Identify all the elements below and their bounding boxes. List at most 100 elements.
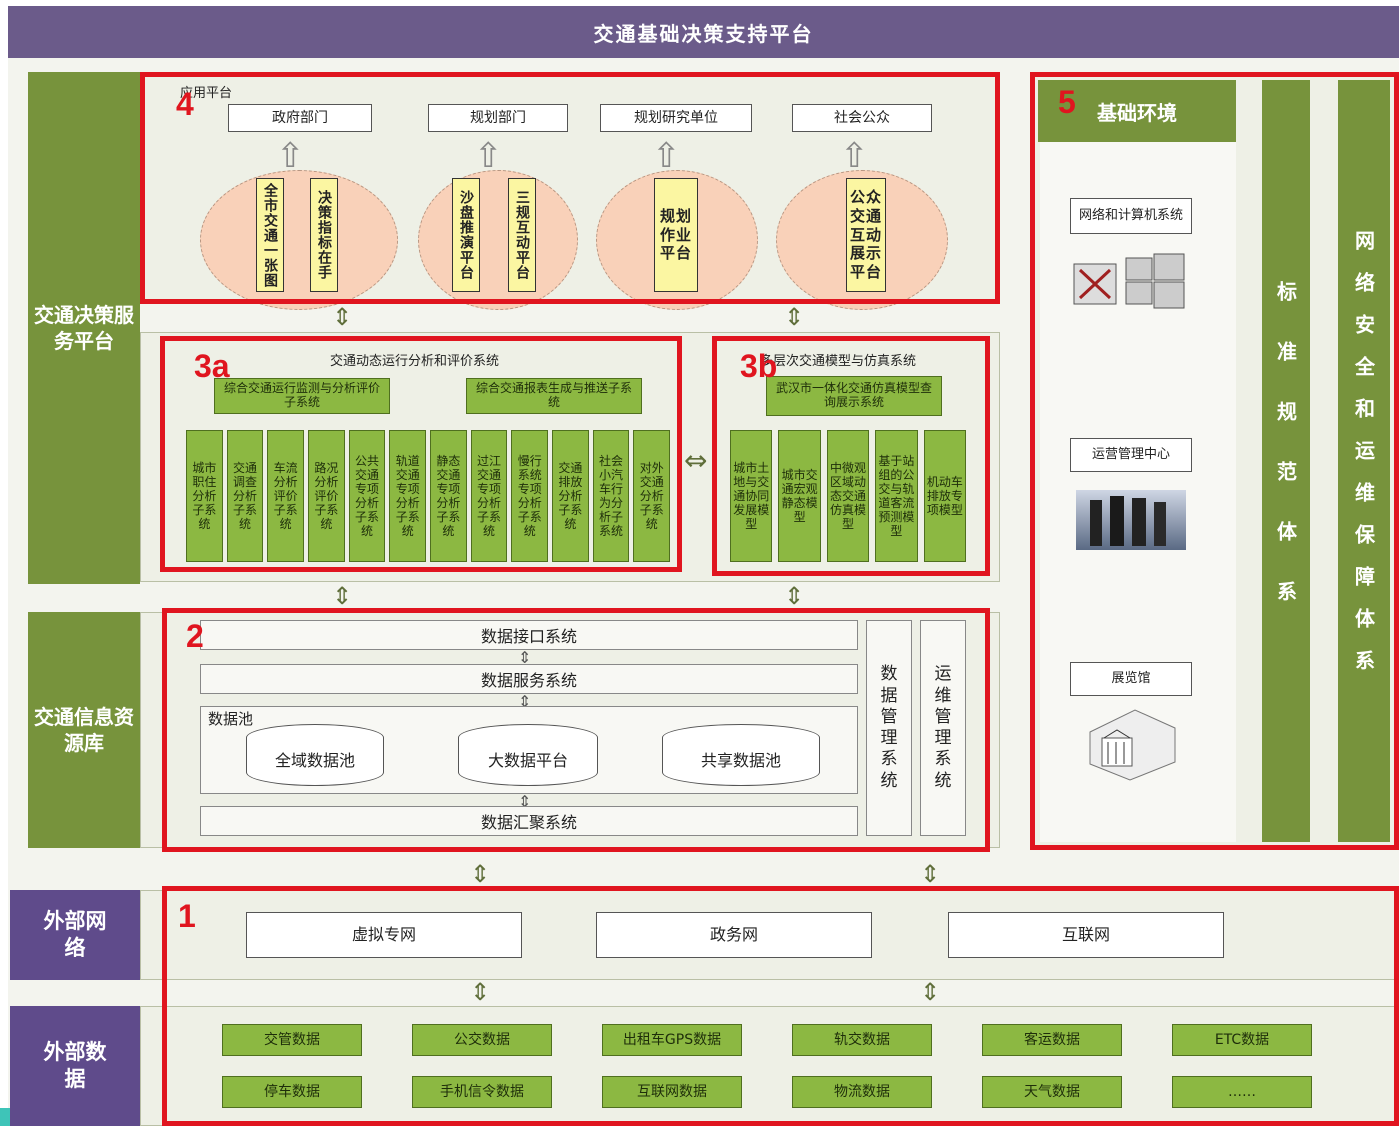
- sec3a-subsystem-monitor[interactable]: 综合交通运行监测与分析评价子系统: [214, 378, 390, 414]
- data-interface-system[interactable]: 数据接口系统: [200, 620, 858, 650]
- ops-management-system[interactable]: 运维管理系统: [920, 620, 966, 836]
- sec3b-columns: 城市土地与交通协同发展模型城市交通宏观静态模型中微观区域动态交通仿真模型基于站组…: [730, 430, 967, 562]
- group-planning-bg: [418, 170, 578, 310]
- horizontal-arrow-icon: ⇔: [684, 444, 708, 477]
- data-gather-system[interactable]: 数据汇聚系统: [200, 806, 858, 836]
- bidirectional-arrow-icon: ⇕: [332, 582, 353, 610]
- highlight-box-3a: [160, 336, 682, 572]
- app-decision-index[interactable]: 决策指标在手: [310, 178, 338, 292]
- network-government[interactable]: 政务网: [596, 912, 872, 958]
- env-ops-center[interactable]: 运营管理中心: [1070, 438, 1192, 472]
- server-icon: [1070, 250, 1190, 314]
- header-public: 社会公众: [792, 104, 932, 132]
- sec3a-columns: 城市职住分析子系统交通调查分析子系统车流分析评价子系统路况分析评价子系统公共交通…: [186, 430, 671, 562]
- external-data-item[interactable]: 停车数据: [222, 1076, 362, 1108]
- pool-shared[interactable]: 共享数据池: [662, 724, 820, 786]
- number-2: 2: [186, 618, 204, 654]
- highlight-box-5: [1030, 72, 1399, 850]
- pool-bigdata[interactable]: 大数据平台: [458, 724, 598, 786]
- header-planning: 规划部门: [428, 104, 568, 132]
- sec3a-column[interactable]: 城市职住分析子系统: [186, 430, 223, 562]
- sec3a-column[interactable]: 交通调查分析子系统: [226, 430, 264, 562]
- app-public-interaction[interactable]: 公众交通互动展示平台: [846, 178, 886, 292]
- external-data-item[interactable]: 公交数据: [412, 1024, 552, 1056]
- external-data-item[interactable]: 交管数据: [222, 1024, 362, 1056]
- sec3b-simulation-system[interactable]: 武汉市一体化交通仿真模型查询展示系统: [766, 376, 942, 416]
- label-external-data: 外部数据: [10, 1006, 140, 1126]
- external-data-item[interactable]: 天气数据: [982, 1076, 1122, 1108]
- sec5-title: 基础环境: [1038, 80, 1236, 142]
- network-internet[interactable]: 互联网: [948, 912, 1224, 958]
- header-research: 规划研究单位: [600, 104, 752, 132]
- number-5: 5: [1058, 84, 1076, 120]
- data-management-system[interactable]: 数据管理系统: [866, 620, 912, 836]
- app-three-plans[interactable]: 三规互动平台: [508, 178, 536, 292]
- label-info-resource: 交通信息资源库: [28, 612, 140, 848]
- sec3a-column[interactable]: 社会小汽车行为分析子系统: [592, 430, 630, 562]
- external-data-item[interactable]: 客运数据: [982, 1024, 1122, 1056]
- sec3b-column[interactable]: 中微观区域动态交通仿真模型: [826, 430, 870, 562]
- sec3b-column[interactable]: 基于站组的公交与轨道客流预测模型: [875, 430, 918, 562]
- external-data-item[interactable]: 轨交数据: [792, 1024, 932, 1056]
- external-data-item[interactable]: 物流数据: [792, 1076, 932, 1108]
- label-external-network: 外部网络: [10, 890, 140, 980]
- highlight-box-1: [162, 886, 1399, 1126]
- highlight-box-3b: [712, 336, 990, 576]
- external-data-item[interactable]: ……: [1172, 1076, 1312, 1108]
- sec3b-column[interactable]: 城市交通宏观静态模型: [778, 430, 821, 562]
- standards-system-label: 标准规范体系: [1273, 281, 1298, 641]
- sec3b-column[interactable]: 城市土地与交通协同发展模型: [730, 430, 773, 562]
- external-data-item[interactable]: 手机信令数据: [412, 1076, 552, 1108]
- building-icon: [1080, 702, 1180, 782]
- sec3a-column[interactable]: 对外交通分析子系统: [633, 430, 671, 562]
- sec3b-column[interactable]: 机动车排放专项模型: [923, 430, 967, 562]
- up-arrow-icon: ⇧: [652, 136, 681, 176]
- sec3a-column[interactable]: 轨道交通专项分析子系统: [389, 430, 427, 562]
- label-service-platform: 交通决策服务平台: [28, 72, 140, 584]
- highlight-box-4: [140, 72, 1000, 304]
- highlight-box-2: [162, 608, 990, 852]
- external-data-item[interactable]: 互联网数据: [602, 1076, 742, 1108]
- sec3a-subsystem-report[interactable]: 综合交通报表生成与推送子系统: [466, 378, 642, 414]
- data-pool-label: 数据池: [208, 710, 254, 728]
- bidirectional-arrow-icon: ⇕: [470, 860, 491, 888]
- bidirectional-arrow-icon: ⇕: [920, 978, 941, 1006]
- bidirectional-arrow-icon: ⇕: [518, 648, 532, 667]
- bidirectional-arrow-icon: ⇕: [920, 860, 941, 888]
- external-data-row-2: 停车数据 手机信令数据 互联网数据 物流数据 天气数据 ……: [222, 1076, 1312, 1108]
- app-planning-work[interactable]: 规划作业平台: [654, 178, 698, 292]
- sec3a-column[interactable]: 交通排放分析子系统: [552, 430, 589, 562]
- env-exhibition-hall[interactable]: 展览馆: [1070, 662, 1192, 696]
- external-data-item[interactable]: ETC数据: [1172, 1024, 1312, 1056]
- sec3a-column[interactable]: 慢行系统专项分析子系统: [511, 430, 549, 562]
- datacenter-icon: [1076, 490, 1186, 550]
- external-data-item[interactable]: 出租车GPS数据: [602, 1024, 742, 1056]
- sec3a-column[interactable]: 车流分析评价子系统: [267, 430, 305, 562]
- up-arrow-icon: ⇧: [840, 136, 869, 176]
- app-platform-label: 应用平台: [180, 86, 233, 101]
- bidirectional-arrow-icon: ⇕: [470, 978, 491, 1006]
- up-arrow-icon: ⇧: [276, 136, 305, 176]
- app-city-map[interactable]: 全市交通一张图: [256, 178, 284, 292]
- bidirectional-arrow-icon: ⇕: [784, 303, 805, 331]
- pool-global[interactable]: 全域数据池: [246, 724, 384, 786]
- sec3a-column[interactable]: 静态交通专项分析子系统: [430, 430, 467, 562]
- sec3a-column[interactable]: 路况分析评价子系统: [308, 430, 345, 562]
- sec3a-column[interactable]: 公共交通专项分析子系统: [348, 430, 386, 562]
- bidirectional-arrow-icon: ⇕: [784, 582, 805, 610]
- page-title: 交通基础决策支持平台: [8, 6, 1399, 58]
- data-service-system[interactable]: 数据服务系统: [200, 664, 858, 694]
- number-1: 1: [178, 898, 196, 934]
- external-data-row-1: 交管数据 公交数据 出租车GPS数据 轨交数据 客运数据 ETC数据: [222, 1024, 1312, 1056]
- env-network-computer[interactable]: 网络和计算机系统: [1070, 198, 1192, 234]
- number-4: 4: [176, 86, 194, 122]
- bidirectional-arrow-icon: ⇕: [332, 303, 353, 331]
- header-gov: 政府部门: [228, 104, 372, 132]
- security-ops-system: 网络安全和运维保障体系: [1338, 80, 1390, 842]
- sec3a-column[interactable]: 过江交通专项分析子系统: [470, 430, 508, 562]
- group-gov-bg: [200, 170, 398, 310]
- app-sandbox[interactable]: 沙盘推演平台: [452, 178, 480, 292]
- network-vpn[interactable]: 虚拟专网: [246, 912, 522, 958]
- standards-system: 标准规范体系: [1262, 80, 1310, 842]
- up-arrow-icon: ⇧: [474, 136, 503, 176]
